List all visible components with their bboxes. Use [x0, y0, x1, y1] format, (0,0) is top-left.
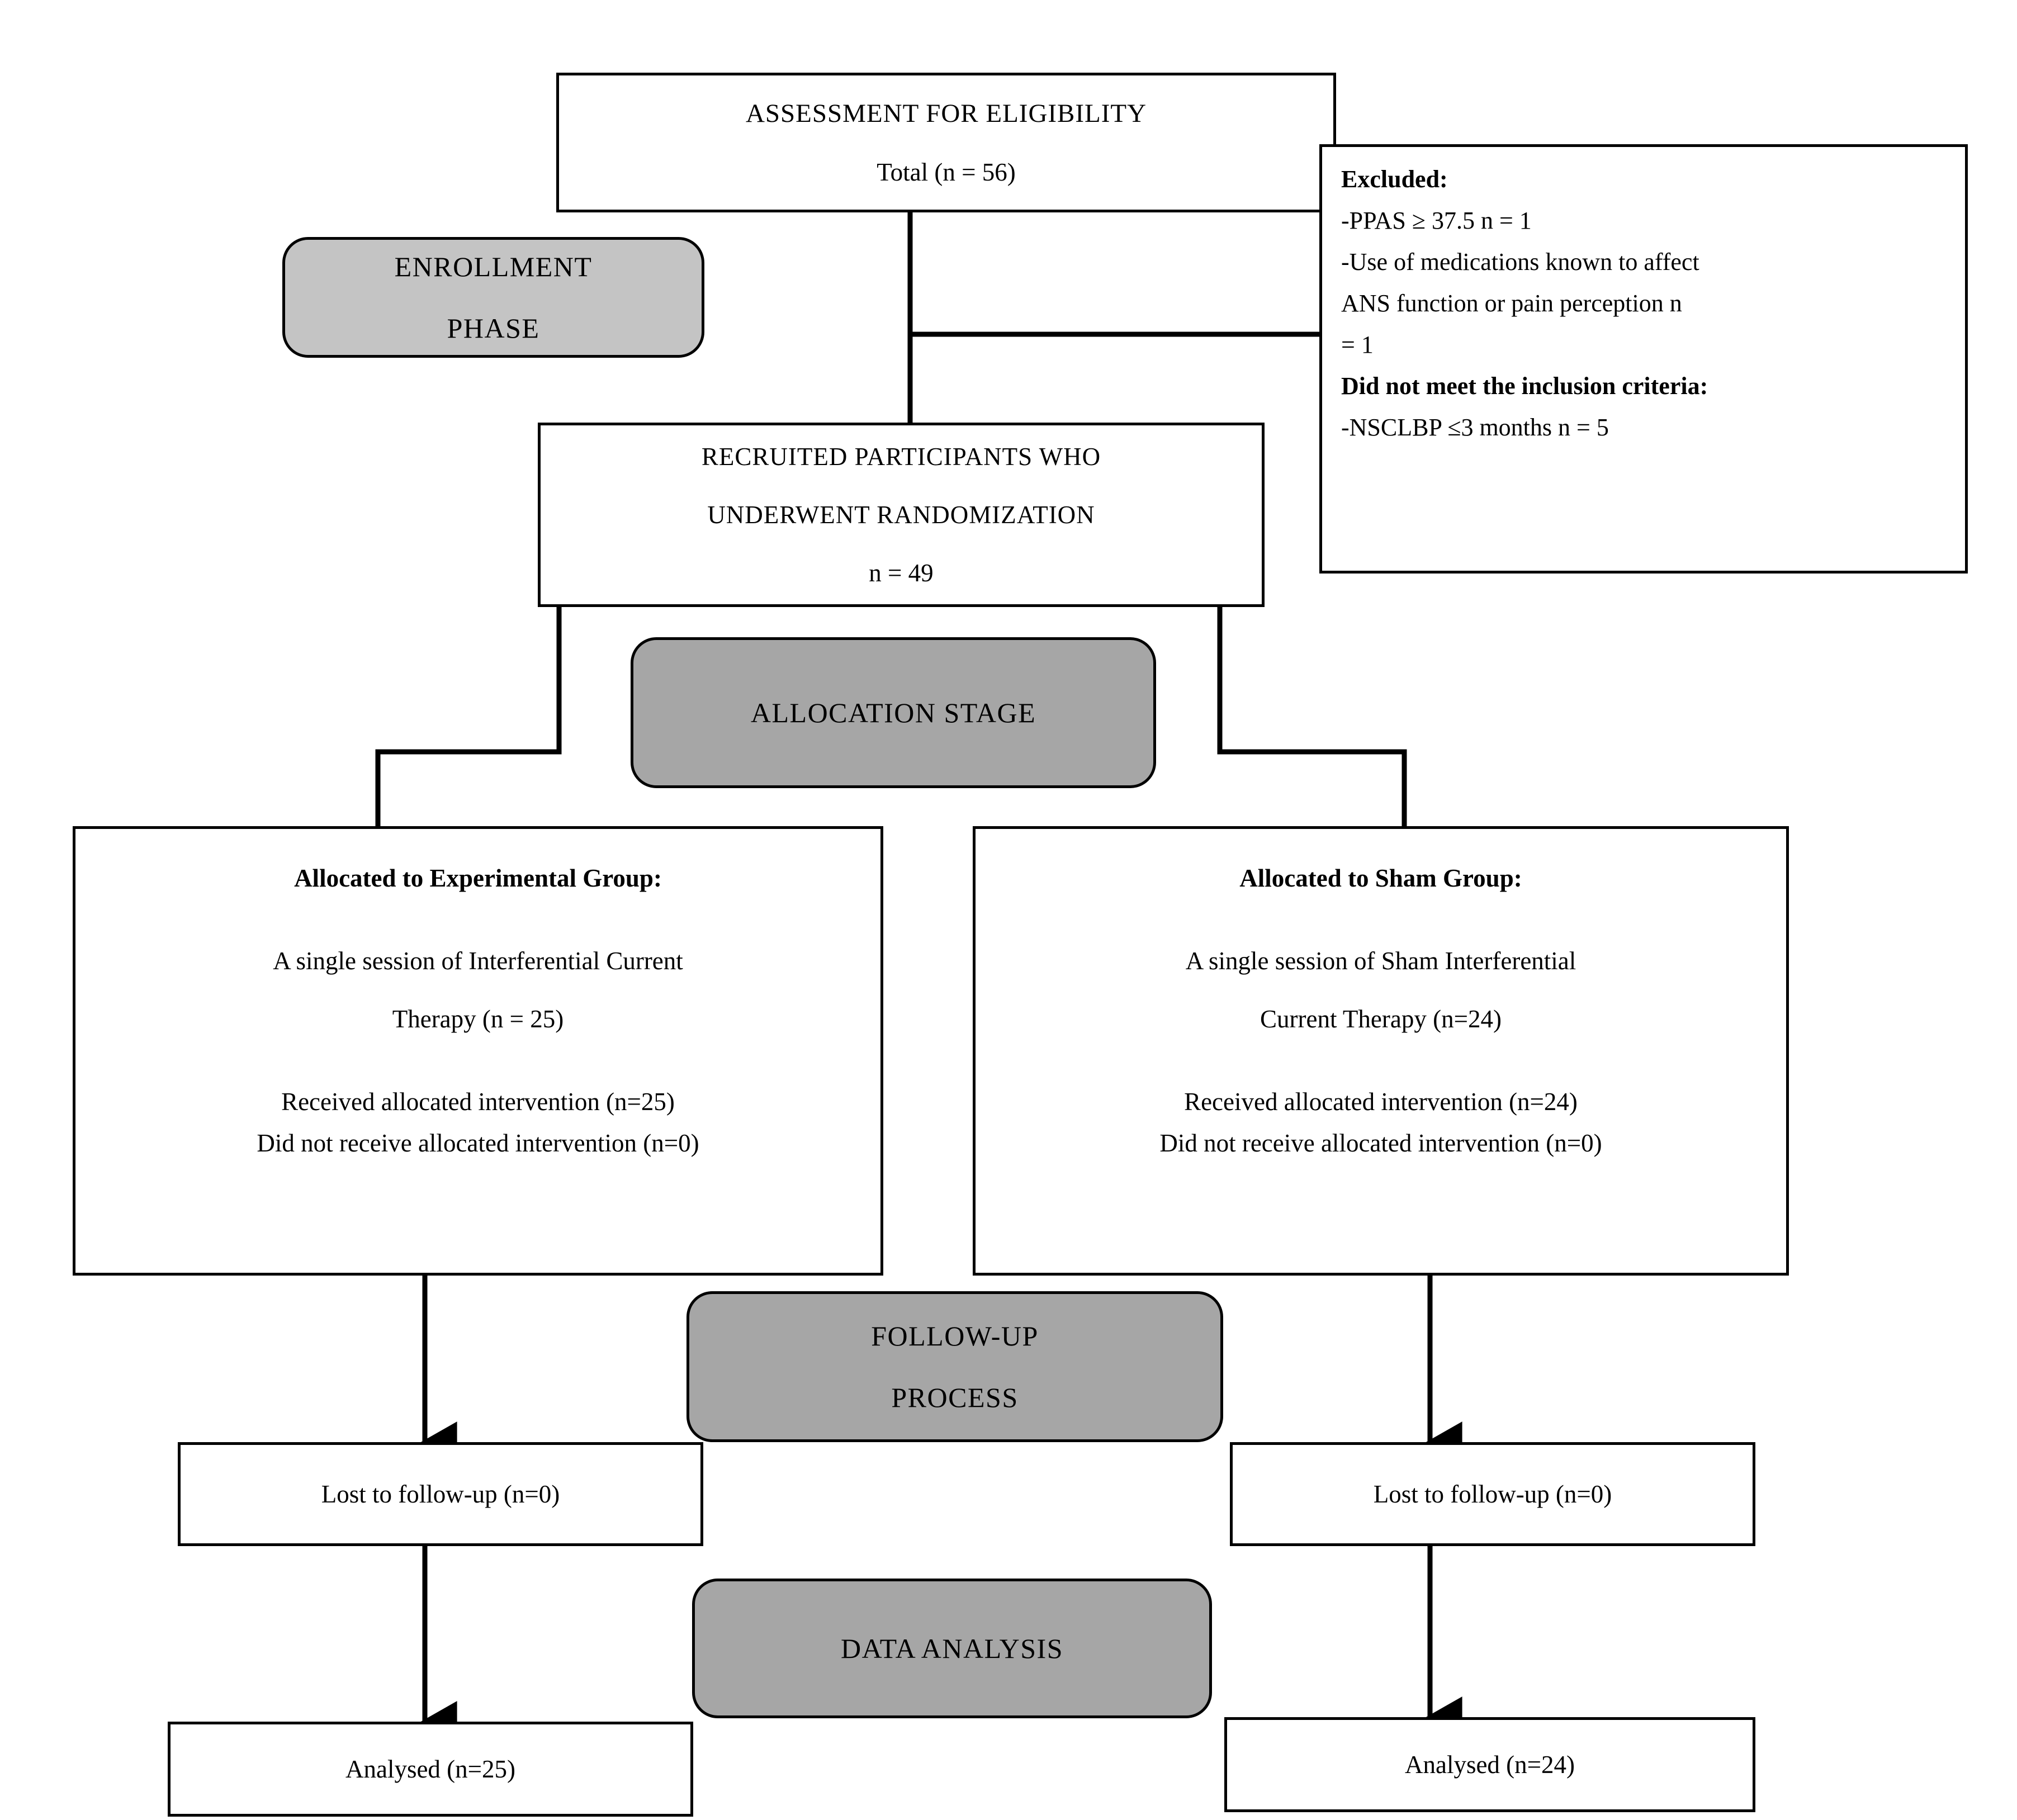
analysed-experimental-box: Analysed (n=25) — [168, 1722, 693, 1817]
excluded-item-nsclbp: -NSCLBP ≤3 months n = 5 — [1341, 414, 1609, 441]
allocated-experimental-desc-line2: Therapy (n = 25) — [392, 1005, 564, 1033]
excluded-item-medication-line2: ANS function or pain perception n — [1341, 290, 1682, 317]
stage-enrollment-phase: ENROLLMENT PHASE — [282, 237, 704, 358]
analysed-sham-box: Analysed (n=24) — [1224, 1717, 1755, 1812]
excluded-item-ppas: -PPAS ≥ 37.5 n = 1 — [1341, 207, 1532, 234]
allocated-sham-desc-line1: A single session of Sham Interferential — [1185, 947, 1576, 975]
assessment-total: Total (n = 56) — [877, 158, 1016, 186]
allocated-experimental-desc-line1: A single session of Interferential Curre… — [273, 947, 683, 975]
allocated-sham-received: Received allocated intervention (n=24) — [1184, 1088, 1578, 1116]
allocated-sham-not-received: Did not receive allocated intervention (… — [1159, 1129, 1602, 1157]
lost-to-followup-experimental-label: Lost to follow-up (n=0) — [321, 1480, 560, 1508]
randomized-participants-box: RECRUITED PARTICIPANTS WHO UNDERWENT RAN… — [538, 423, 1265, 607]
allocated-sham-desc-line2: Current Therapy (n=24) — [1260, 1005, 1502, 1033]
analysed-experimental-label: Analysed (n=25) — [345, 1755, 516, 1783]
randomized-line2: UNDERWENT RANDOMIZATION — [707, 501, 1095, 529]
wire-randomized-to-right-allocation — [1217, 607, 1407, 838]
randomized-line1: RECRUITED PARTICIPANTS WHO — [701, 443, 1101, 471]
excluded-box: Excluded: -PPAS ≥ 37.5 n = 1 -Use of med… — [1319, 144, 1968, 574]
allocation-stage-label: ALLOCATION STAGE — [750, 697, 1036, 728]
allocated-experimental-not-received: Did not receive allocated intervention (… — [257, 1129, 699, 1157]
excluded-item-medication-line1: -Use of medications known to affect — [1341, 248, 1699, 276]
analysed-sham-label: Analysed (n=24) — [1404, 1751, 1575, 1779]
stage-data-analysis: DATA ANALYSIS — [692, 1579, 1212, 1718]
excluded-item-medication-line3: = 1 — [1341, 331, 1374, 358]
follow-up-line2: PROCESS — [891, 1382, 1019, 1413]
lost-to-followup-experimental-box: Lost to follow-up (n=0) — [178, 1442, 703, 1546]
data-analysis-label: DATA ANALYSIS — [840, 1633, 1064, 1664]
stage-allocation: ALLOCATION STAGE — [631, 637, 1156, 788]
excluded-subheading: Did not meet the inclusion criteria: — [1341, 372, 1708, 400]
assessment-title: ASSESSMENT FOR ELIGIBILITY — [745, 99, 1147, 128]
enrollment-phase-line2: PHASE — [447, 312, 540, 344]
allocated-experimental-box: Allocated to Experimental Group: A singl… — [73, 826, 883, 1276]
allocated-experimental-heading: Allocated to Experimental Group: — [294, 864, 662, 892]
follow-up-line1: FOLLOW-UP — [871, 1320, 1039, 1352]
assessment-for-eligibility-box: ASSESSMENT FOR ELIGIBILITY Total (n = 56… — [556, 73, 1336, 212]
lost-to-followup-sham-box: Lost to follow-up (n=0) — [1230, 1442, 1755, 1546]
excluded-heading: Excluded: — [1341, 165, 1448, 193]
enrollment-phase-line1: ENROLLMENT — [394, 251, 593, 282]
lost-to-followup-sham-label: Lost to follow-up (n=0) — [1373, 1480, 1612, 1508]
randomized-count: n = 49 — [869, 559, 934, 587]
allocated-sham-heading: Allocated to Sham Group: — [1239, 864, 1522, 892]
allocated-experimental-received: Received allocated intervention (n=25) — [281, 1088, 675, 1116]
stage-follow-up-process: FOLLOW-UP PROCESS — [686, 1291, 1223, 1442]
wire-randomized-to-left-allocation — [375, 607, 562, 838]
allocated-sham-box: Allocated to Sham Group: A single sessio… — [973, 826, 1789, 1276]
